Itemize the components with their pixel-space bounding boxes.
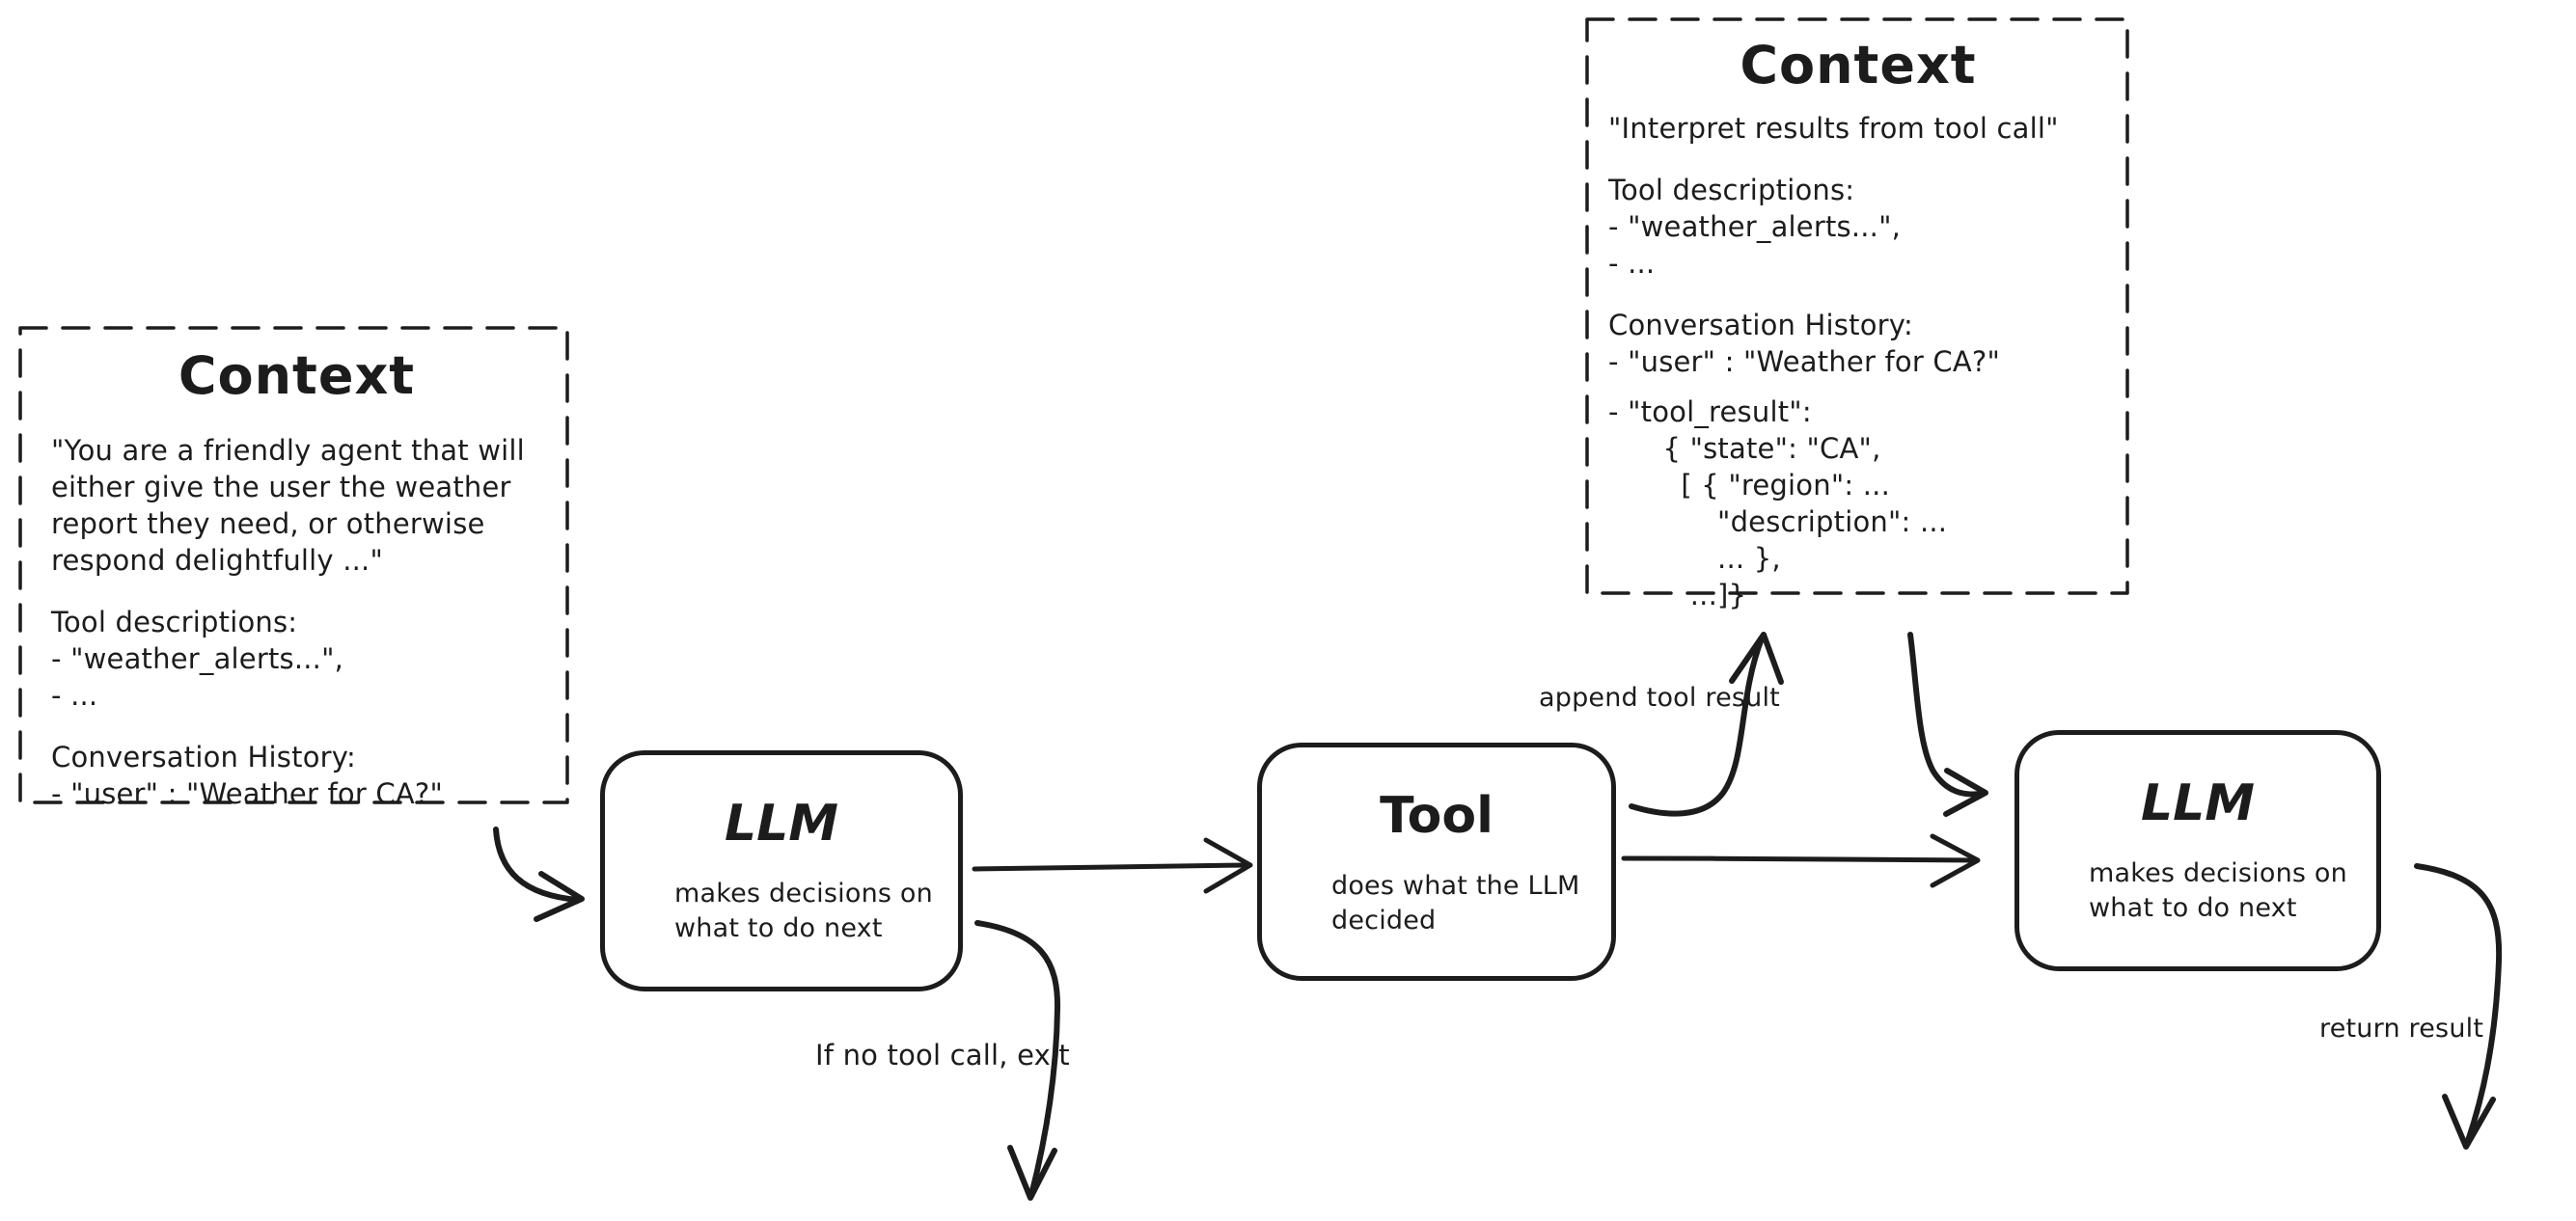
context-right-tool-result: - "tool_result": { "state": "CA", [ { "r… [1608, 395, 1948, 611]
node-tool-title: Tool [1380, 787, 1494, 845]
node-tool-description: does what the LLM decided [1331, 871, 1580, 936]
node-llm-1-description: makes decisions on what to do next [674, 879, 933, 943]
context-left-border [18, 326, 569, 804]
context-right-border [1585, 17, 2129, 595]
arrow-tool-to-context [1629, 632, 1784, 817]
arrow-llm2-return [2414, 863, 2503, 1150]
node-llm-1: LLM makes decisions on what to do next [600, 750, 963, 991]
context-left-tool-descriptions: Tool descriptions: - "weather_alerts..."… [51, 606, 344, 712]
node-llm-2-title: LLM [2140, 774, 2255, 832]
arrow-context-to-llm2 [1907, 632, 1988, 817]
context-left-title: Context [178, 345, 416, 406]
node-llm-2: LLM makes decisions on what to do next [2014, 730, 2381, 971]
edge-label-append-tool-result: append tool result [1539, 683, 1780, 713]
edge-label-no-tool-call-exit: If no tool call, exit [815, 1039, 1070, 1072]
arrow-tool-to-llm2 [1621, 833, 1981, 888]
context-box-left: Context "You are a friendly agent that w… [20, 328, 567, 811]
context-right-system-prompt: "Interpret results from tool call" [1608, 112, 2059, 145]
node-llm-2-description: makes decisions on what to do next [2089, 858, 2347, 923]
arrow-context-to-llm1 [493, 827, 585, 922]
node-llm-1-title: LLM [724, 795, 838, 853]
arrow-llm1-exit [974, 920, 1061, 1201]
context-left-conversation-history: Conversation History: - "user" : "Weathe… [51, 741, 443, 810]
context-right-conversation-history: Conversation History: - "user" : "Weathe… [1608, 309, 2000, 378]
node-tool: Tool does what the LLM decided [1257, 743, 1616, 981]
arrow-llm1-to-tool [972, 837, 1253, 894]
context-left-system-prompt: "You are a friendly agent that will eith… [51, 434, 525, 577]
edge-label-return-result: return result [2319, 1014, 2484, 1044]
context-right-tool-descriptions: Tool descriptions: - "weather_alerts..."… [1608, 174, 1902, 280]
context-right-title: Context [1740, 35, 1977, 95]
context-box-right: Context "Interpret results from tool cal… [1587, 19, 2127, 612]
